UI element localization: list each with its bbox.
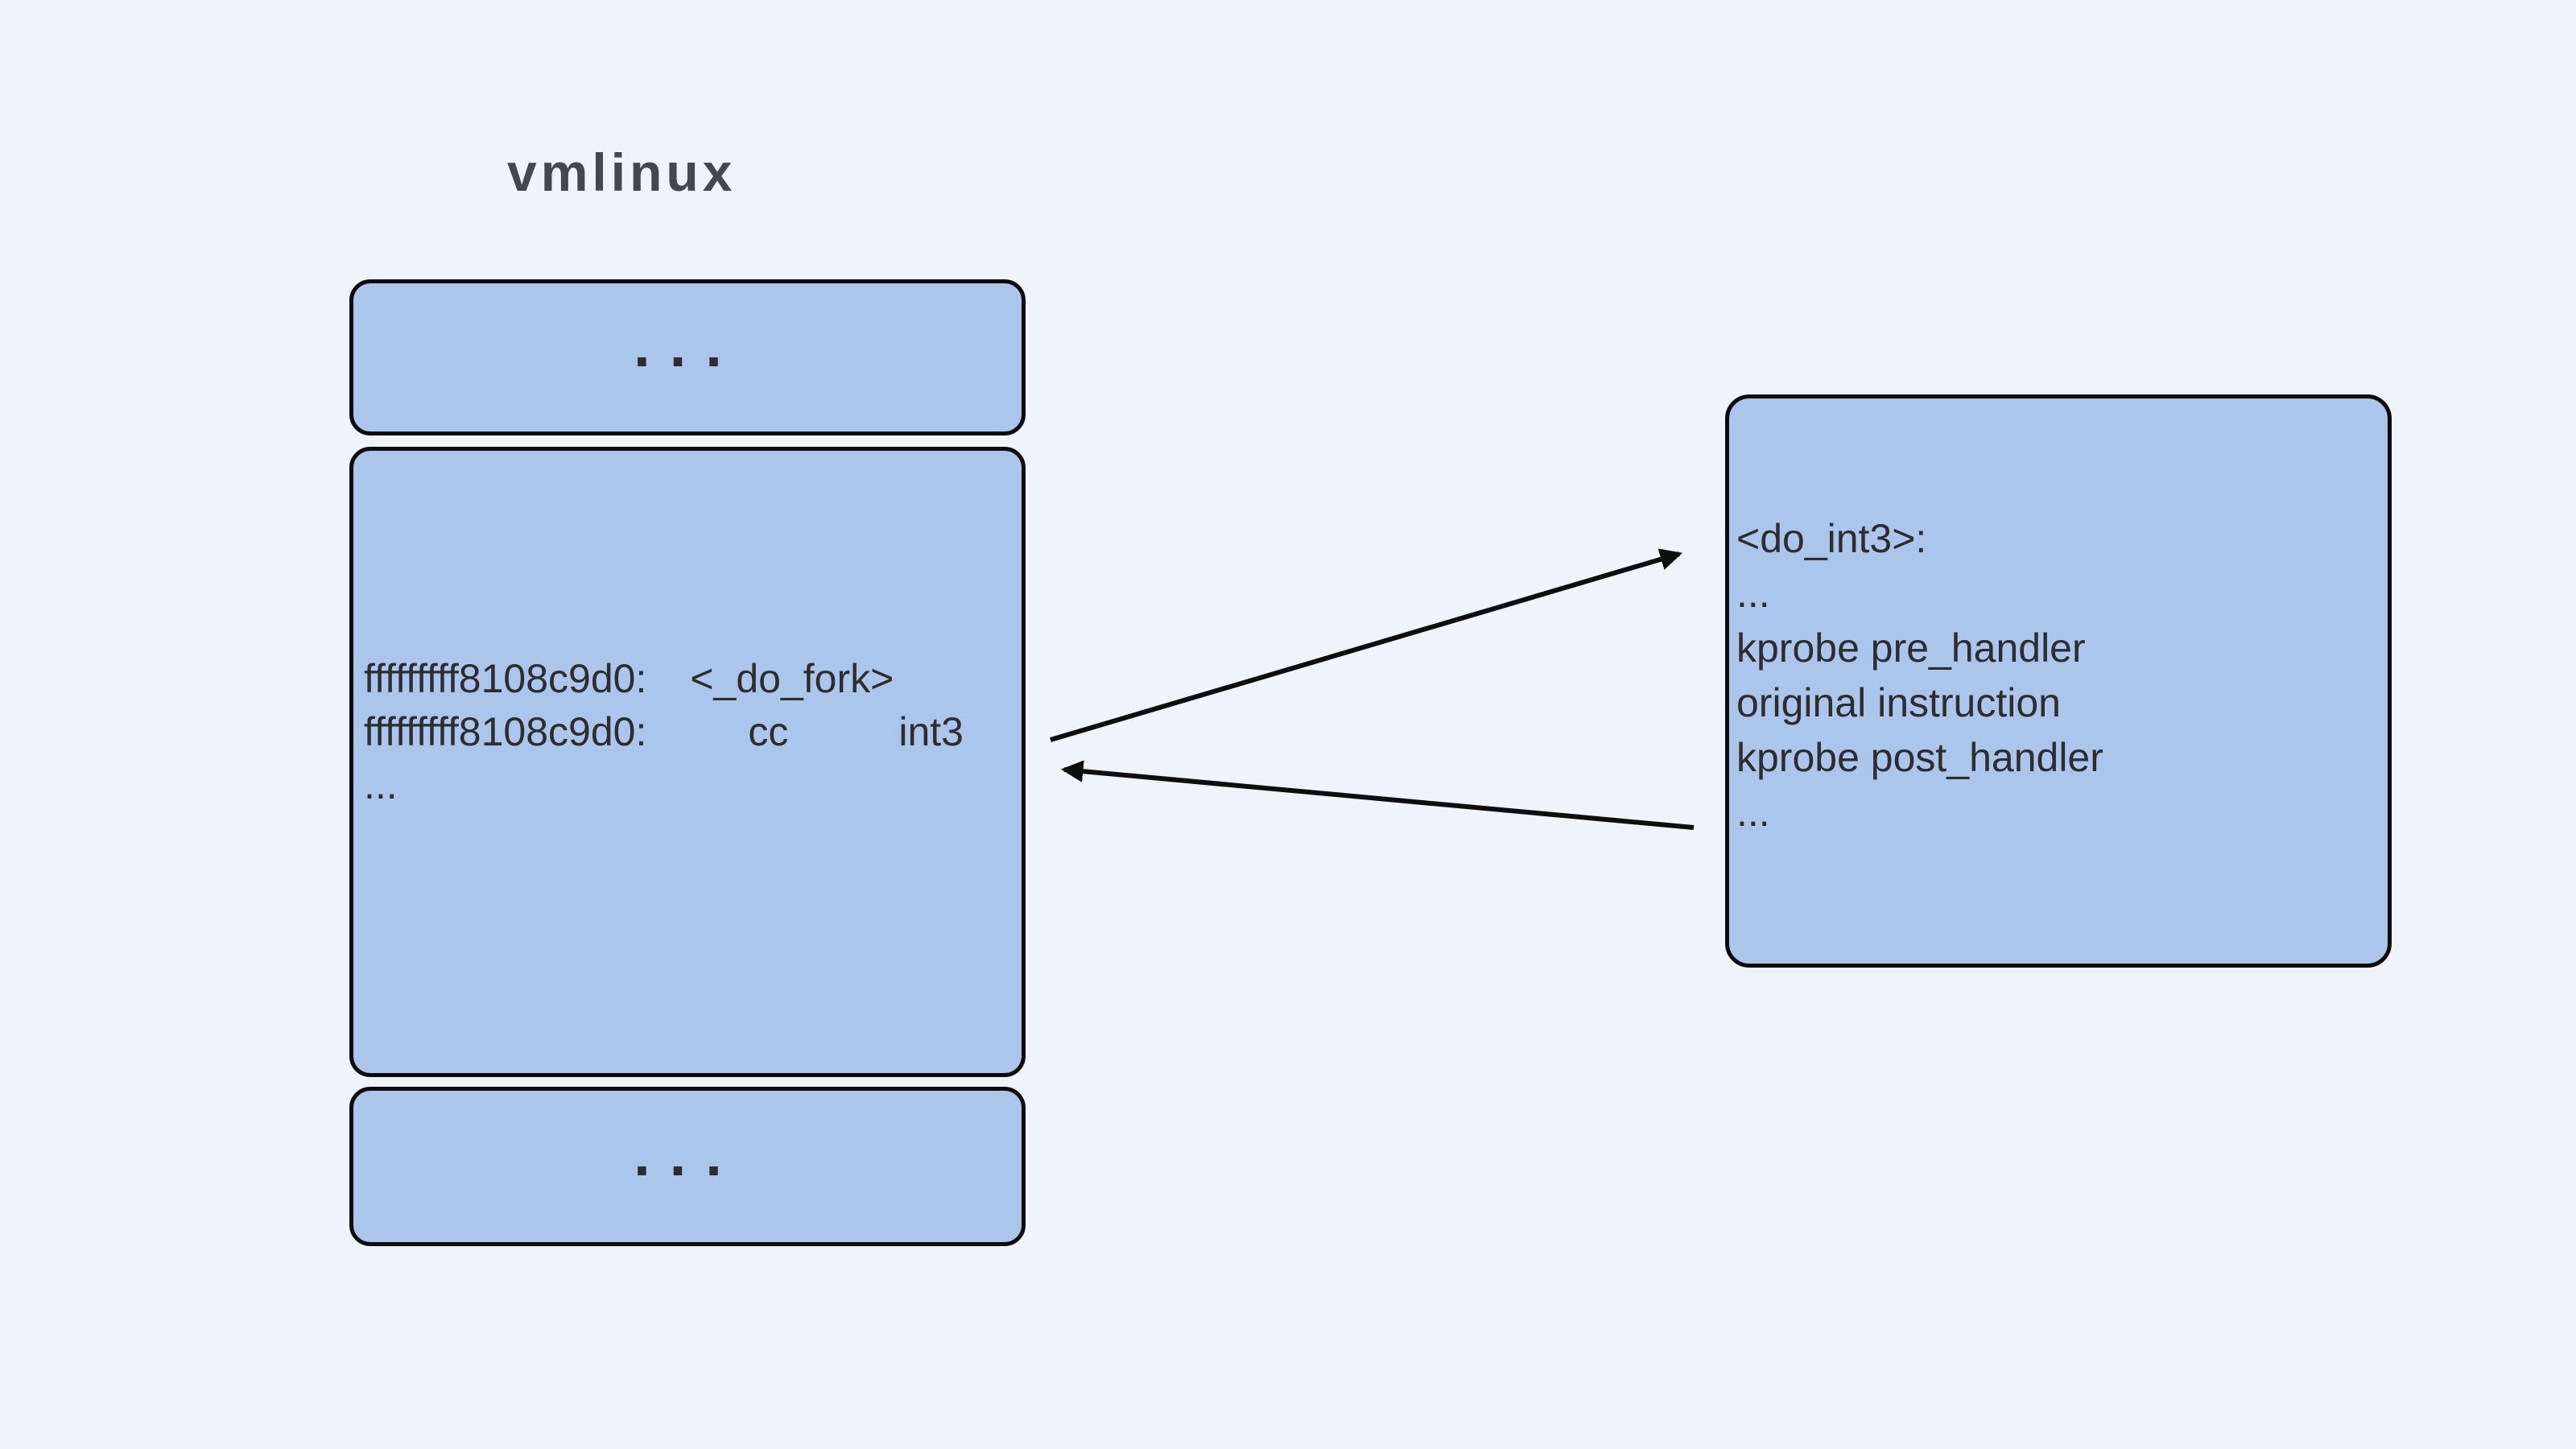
do-int3-handler-steps: <do_int3>: ... kprobe pre_handler origin… <box>1736 511 2103 840</box>
disasm-line-ellipsis: ... <box>364 758 964 811</box>
memory-region-above: ... <box>349 279 1026 436</box>
symbol-label: <_do_fork> <box>690 656 894 701</box>
opcode-byte-label: cc <box>748 709 789 754</box>
handler-line-pre-handler: kprobe pre_handler <box>1736 625 2086 671</box>
handler-line-post-handler: kprobe post_handler <box>1736 735 2103 780</box>
handler-line-original-instruction: original instruction <box>1736 680 2061 725</box>
do-int3-handler-box <box>1725 394 2392 968</box>
disasm-line-symbol: fffffffff8108c9d0: <_do_fork> <box>364 652 964 705</box>
handler-line-ellipsis: ... <box>1736 571 1770 616</box>
address-label: fffffffff8108c9d0: <box>364 709 647 754</box>
arrow-return-to-original-code <box>1060 760 1695 830</box>
ellipsis-bottom: ... <box>634 1121 741 1188</box>
do-fork-function-box <box>349 447 1026 1077</box>
handler-line-ellipsis-end: ... <box>1736 790 1770 835</box>
arrow-int3-to-do-int3 <box>1050 548 1682 742</box>
ellipsis-middle: ... <box>364 762 398 807</box>
address-label: fffffffff8108c9d0: <box>364 656 647 701</box>
vmlinux-title: vmlinux <box>507 142 737 202</box>
disasm-line-int3: fffffffff8108c9d0: cc int3 <box>364 705 964 758</box>
memory-region-below: ... <box>349 1087 1026 1246</box>
handler-line-symbol: <do_int3>: <box>1736 516 1927 561</box>
do-fork-disassembly: fffffffff8108c9d0: <_do_fork> fffffffff81… <box>364 652 964 811</box>
ellipsis-top: ... <box>634 312 741 379</box>
mnemonic-label: int3 <box>898 709 964 754</box>
